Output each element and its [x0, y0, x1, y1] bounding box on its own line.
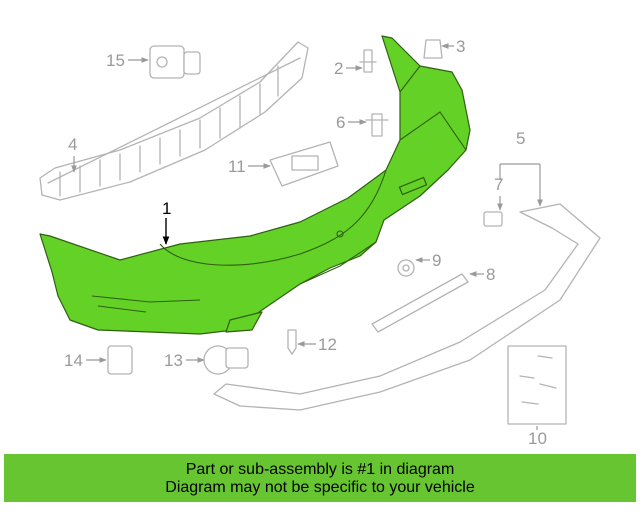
callout-1: 1	[162, 199, 171, 245]
callout-7: 7	[494, 175, 503, 211]
callout-label-6: 6	[336, 113, 345, 132]
callout-label-11: 11	[228, 157, 246, 176]
callout-14: 14	[64, 351, 107, 370]
info-banner: Part or sub-assembly is #1 in diagram Di…	[4, 454, 636, 502]
callout-15: 15	[106, 51, 149, 70]
callout-label-9: 9	[432, 251, 441, 270]
callout-11: 11	[228, 157, 271, 176]
callout-9: 9	[415, 251, 441, 270]
parts-diagram: 1 2 3 4 5 6 7 8 9 10 11 12	[39, 35, 601, 448]
callout-label-1: 1	[162, 199, 171, 218]
callout-6: 6	[336, 113, 367, 132]
callout-5: 5	[499, 129, 540, 206]
callout-13: 13	[164, 351, 205, 370]
callout-label-2: 2	[334, 59, 343, 78]
callout-label-7: 7	[494, 175, 503, 194]
cover-part-14	[107, 345, 133, 375]
callout-label-13: 13	[164, 351, 183, 370]
callout-label-12: 12	[318, 335, 337, 354]
lower-valance-part	[213, 203, 601, 411]
bracket-part-15	[149, 45, 201, 79]
bracket-part-11	[269, 141, 339, 187]
bumper-cover-part-1	[39, 35, 471, 335]
callout-8: 8	[469, 265, 495, 284]
callout-label-15: 15	[106, 51, 125, 70]
callout-label-3: 3	[456, 37, 465, 56]
callout-2: 2	[334, 59, 363, 78]
callout-label-8: 8	[486, 265, 495, 284]
banner-line-disclaimer: Diagram may not be specific to your vehi…	[165, 479, 475, 496]
energy-absorber-part	[39, 41, 309, 201]
sensor-part-13	[203, 345, 249, 375]
callout-label-10: 10	[528, 429, 547, 448]
callout-10: 10	[528, 426, 547, 448]
grommet-part-9	[397, 259, 415, 277]
callout-label-14: 14	[64, 351, 83, 370]
pin-part-12	[287, 329, 297, 355]
hardware-kit-part-10	[507, 345, 567, 425]
callout-12: 12	[297, 335, 337, 354]
bolt-part-6	[365, 113, 389, 137]
molding-part-8	[371, 273, 469, 333]
banner-line-part-number: Part or sub-assembly is #1 in diagram	[185, 461, 455, 478]
callout-label-4: 4	[68, 135, 77, 154]
callout-3: 3	[441, 37, 465, 56]
callout-4: 4	[68, 135, 77, 173]
bolt-part-2	[359, 49, 377, 73]
clip-part-7	[483, 211, 503, 227]
callout-label-5: 5	[516, 129, 525, 148]
clip-part-3	[423, 39, 443, 59]
